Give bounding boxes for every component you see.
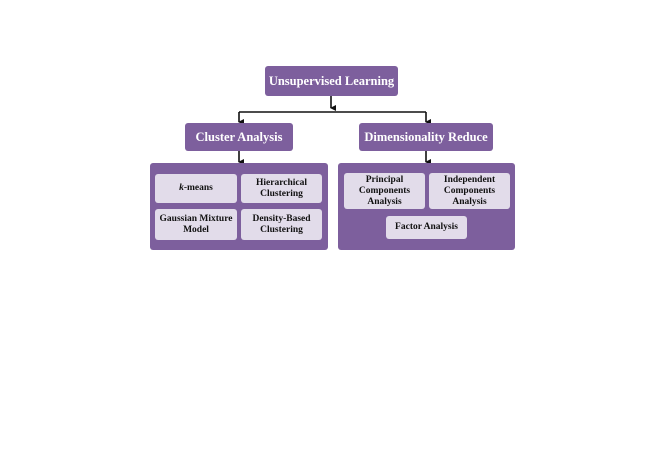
kmeans-label: -means [183,183,213,193]
root-node: Unsupervised Learning [265,66,398,96]
kmeans-item: k-means [155,174,237,203]
principal-components-analysis-item: Principal Components Analysis [344,173,425,209]
hierarchical-clustering-item: Hierarchical Clustering [241,174,322,203]
cluster-analysis-node: Cluster Analysis [185,123,293,151]
density-based-clustering-item: Density-Based Clustering [241,209,322,240]
gaussian-mixture-model-item: Gaussian Mixture Model [155,209,237,240]
independent-components-analysis-item: Independent Components Analysis [429,173,510,209]
factor-analysis-item: Factor Analysis [386,216,467,239]
dimensionality-reduce-node: Dimensionality Reduce [359,123,493,151]
cluster-methods-panel: k-means Hierarchical Clustering Gaussian… [150,163,328,250]
kmeans-k-prefix: k [179,183,184,193]
dimensionality-methods-panel: Principal Components Analysis Independen… [338,163,515,250]
